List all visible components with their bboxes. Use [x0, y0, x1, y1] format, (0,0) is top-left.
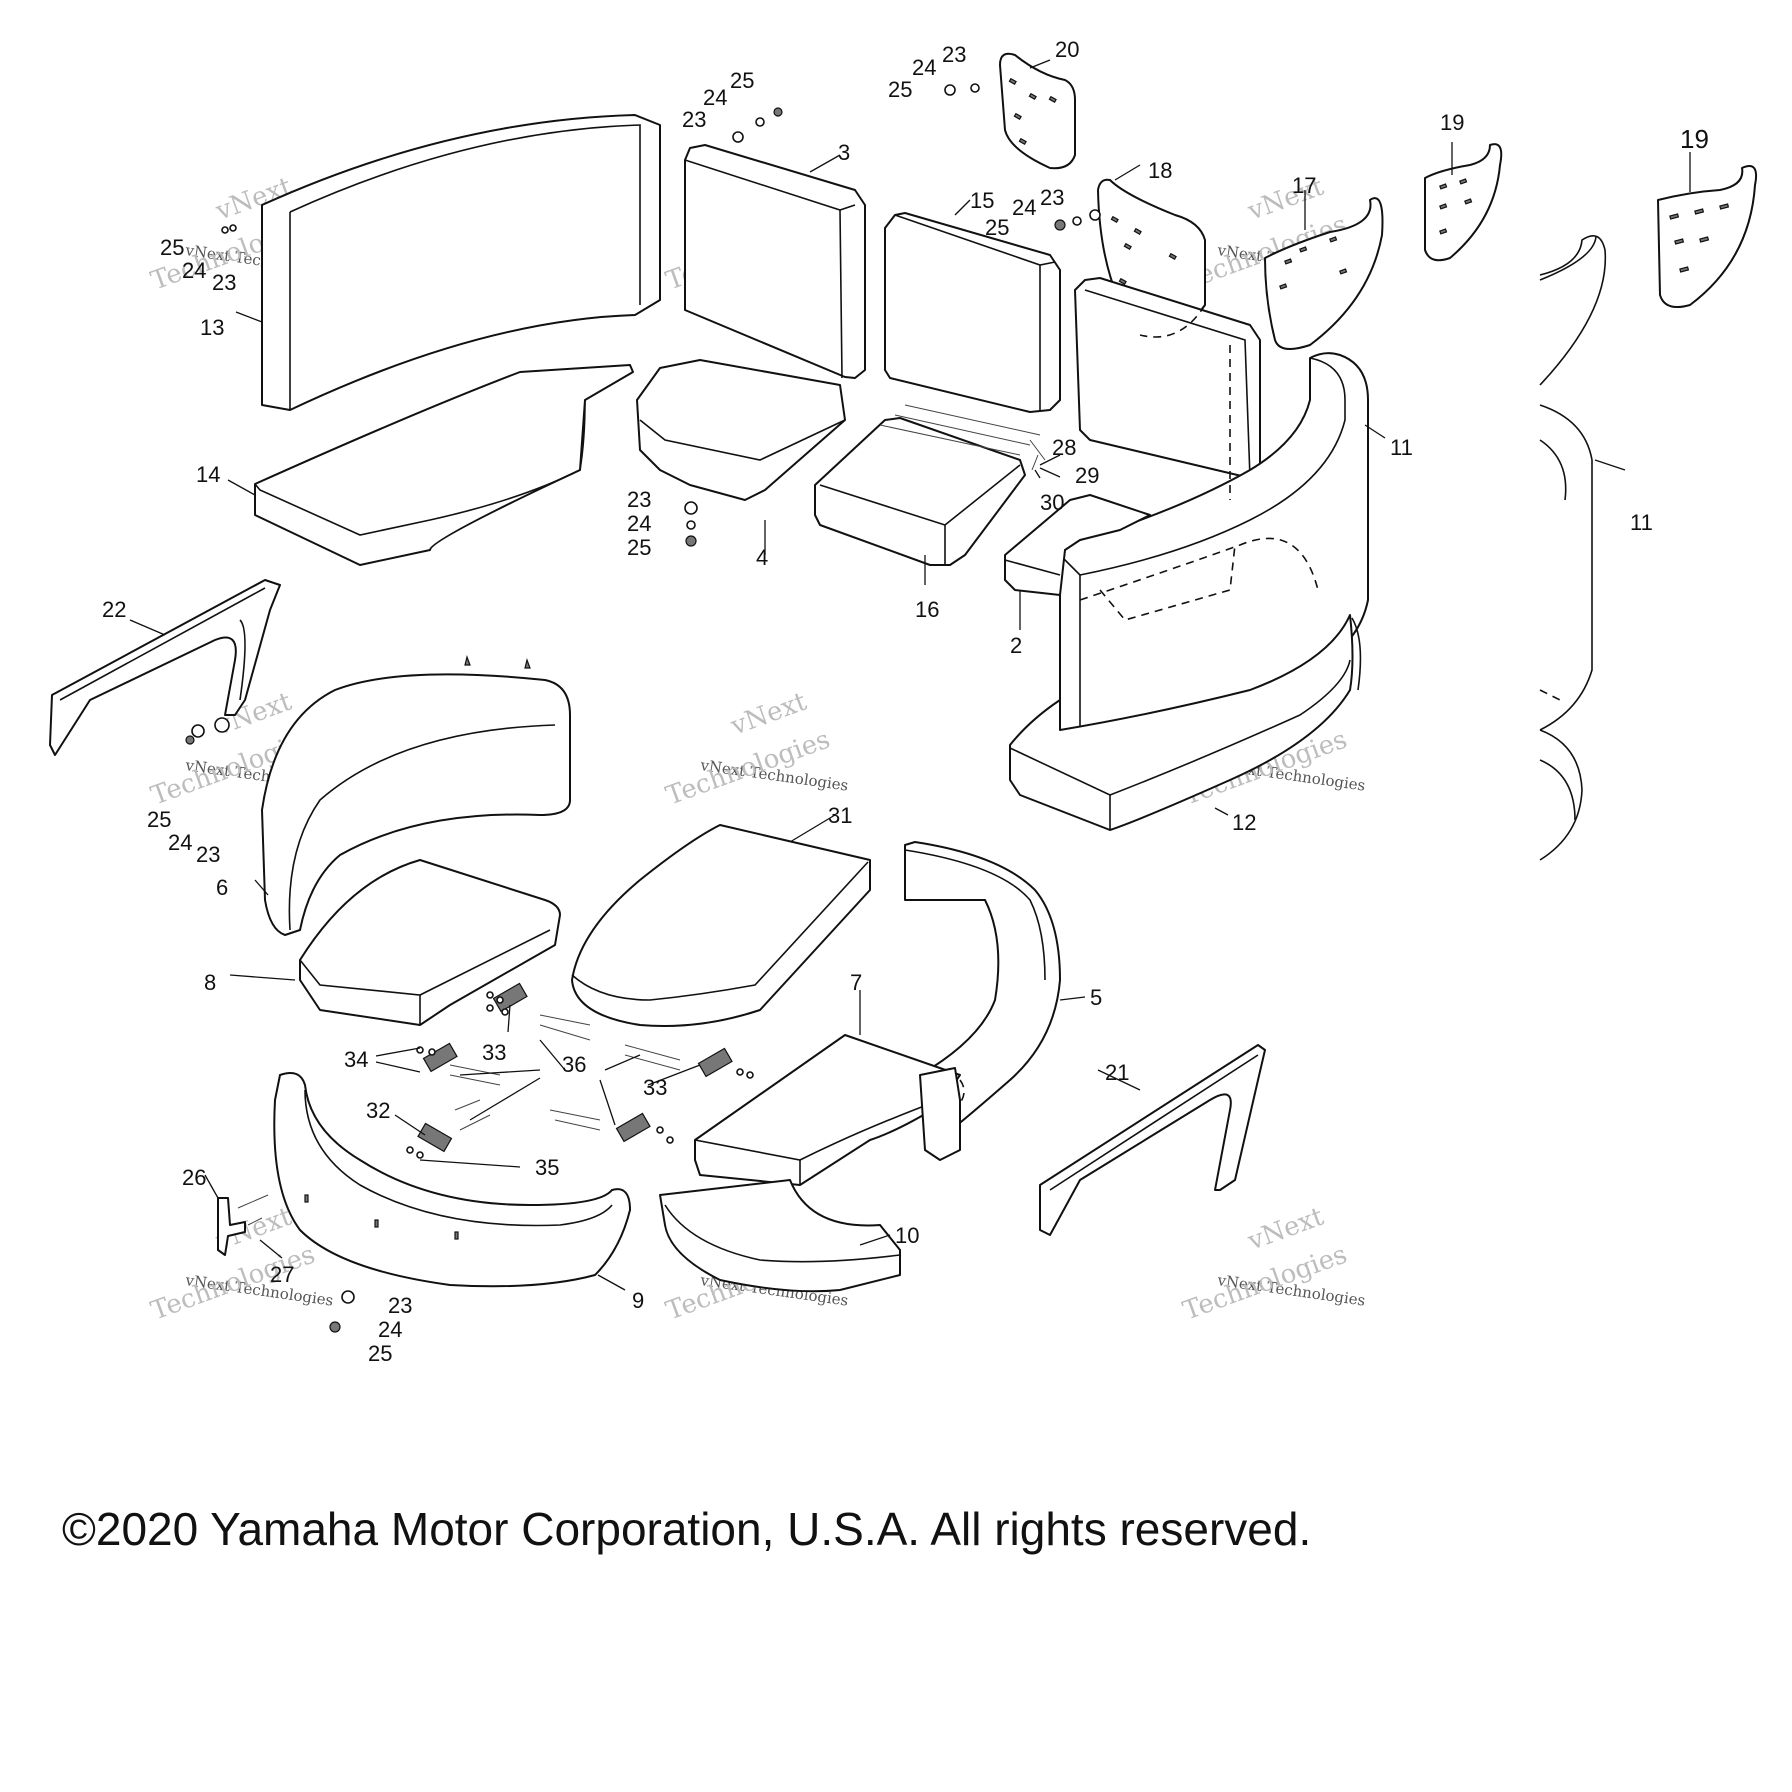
- label-23-a: 23: [212, 270, 236, 295]
- label-35: 35: [535, 1155, 559, 1180]
- part-17-side-panel: [1264, 197, 1384, 350]
- label-23-f: 23: [196, 842, 220, 867]
- label-16: 16: [915, 597, 939, 622]
- label-23-d: 23: [1040, 185, 1064, 210]
- label-25-d: 25: [985, 215, 1009, 240]
- label-33a: 33: [482, 1040, 506, 1065]
- label-24-e: 24: [627, 511, 651, 536]
- label-11a: 11: [1390, 435, 1413, 460]
- label-12: 12: [1232, 810, 1256, 835]
- part-4-cushion: [636, 359, 846, 501]
- part-21-side-rail: [1039, 1044, 1266, 1236]
- part-19-panel-b: [1657, 165, 1758, 308]
- part-labels: 2 3 4 5 6 7 8 9 10 11 11 12 13 14 15 16 …: [102, 37, 1709, 1313]
- label-9: 9: [632, 1288, 644, 1313]
- label-21: 21: [1105, 1060, 1129, 1085]
- brackets-hardware: [406, 982, 754, 1159]
- label-22: 22: [102, 597, 126, 622]
- label-24-f: 24: [168, 830, 192, 855]
- label-23-b: 23: [682, 107, 706, 132]
- label-31: 31: [828, 803, 852, 828]
- label-5: 5: [1090, 985, 1102, 1010]
- part-1-cushion: [1074, 277, 1261, 479]
- copyright-notice: ©2020 Yamaha Motor Corporation, U.S.A. A…: [62, 1503, 1312, 1555]
- label-6: 6: [216, 875, 228, 900]
- part-13-backrest: [261, 114, 661, 411]
- label-28: 28: [1052, 435, 1076, 460]
- side-view-strip: [1539, 234, 1607, 861]
- label-7: 7: [850, 970, 862, 995]
- label-33b: 33: [643, 1075, 667, 1100]
- washer-groups: [185, 83, 1101, 1333]
- label-25-g: 25: [368, 1341, 392, 1366]
- label-23-c: 23: [942, 42, 966, 67]
- label-18: 18: [1148, 158, 1172, 183]
- part-6-backrest: [261, 654, 571, 936]
- hardware-labels: 25 24 23 25 24 23 23 24 25 23 24 25 23 2…: [147, 42, 1064, 1366]
- label-25-c: 25: [888, 77, 912, 102]
- label-30: 30: [1040, 490, 1064, 515]
- label-4: 4: [756, 545, 768, 570]
- label-20: 20: [1055, 37, 1079, 62]
- label-27: 27: [270, 1262, 294, 1287]
- part-22-side-rail: [49, 579, 281, 756]
- watermark-5: vNext vNext Technologies Technologies: [662, 687, 849, 812]
- part-8-seat: [299, 859, 561, 1026]
- label-17: 17: [1292, 173, 1316, 198]
- label-24-c: 24: [912, 55, 936, 80]
- label-2: 2: [1010, 633, 1022, 658]
- label-36: 36: [562, 1052, 586, 1077]
- label-24-a: 24: [182, 258, 206, 283]
- label-13: 13: [200, 315, 224, 340]
- label-24-b: 24: [703, 85, 727, 110]
- parts-28-30-strap: [879, 404, 1046, 471]
- leader-lines: [129, 59, 1691, 1291]
- label-14: 14: [196, 462, 220, 487]
- label-11b: 11: [1630, 510, 1653, 535]
- label-29: 29: [1075, 463, 1099, 488]
- part-9-front-panel: [273, 1072, 631, 1288]
- part-15-cushion: [884, 212, 1061, 413]
- part-14-seat-base: [254, 364, 634, 566]
- part-12-curved-seat: [1009, 614, 1362, 831]
- label-25-a: 25: [160, 235, 184, 260]
- label-3: 3: [838, 140, 850, 165]
- label-19a: 19: [1440, 110, 1464, 135]
- label-8: 8: [204, 970, 216, 995]
- label-25-e: 25: [627, 535, 651, 560]
- label-23-g: 23: [388, 1293, 412, 1318]
- part-31-cushion: [571, 824, 871, 1027]
- part-10-seat-wedge: [659, 1179, 901, 1293]
- part-2-seat: [1004, 494, 1151, 596]
- label-32: 32: [366, 1098, 390, 1123]
- label-10: 10: [895, 1223, 919, 1248]
- label-26: 26: [182, 1165, 206, 1190]
- label-19b: 19: [1680, 124, 1709, 154]
- part-5-curved-side: [904, 841, 1061, 1136]
- watermark-9: vNext vNext Technologies Technologies: [1179, 1202, 1366, 1327]
- label-24-g: 24: [378, 1317, 402, 1342]
- part-19-panel-a: [1424, 143, 1503, 262]
- label-25-f: 25: [147, 807, 171, 832]
- part-16-cushion: [814, 417, 1026, 566]
- label-23-e: 23: [627, 487, 651, 512]
- label-24-d: 24: [1012, 195, 1036, 220]
- part-3-cushion: [684, 144, 866, 379]
- part-20-panel: [999, 52, 1076, 170]
- label-25-b: 25: [730, 68, 754, 93]
- part-26-bracket: [217, 1194, 269, 1256]
- label-15: 15: [970, 188, 994, 213]
- part-7-seat: [694, 1034, 961, 1186]
- label-34: 34: [344, 1047, 368, 1072]
